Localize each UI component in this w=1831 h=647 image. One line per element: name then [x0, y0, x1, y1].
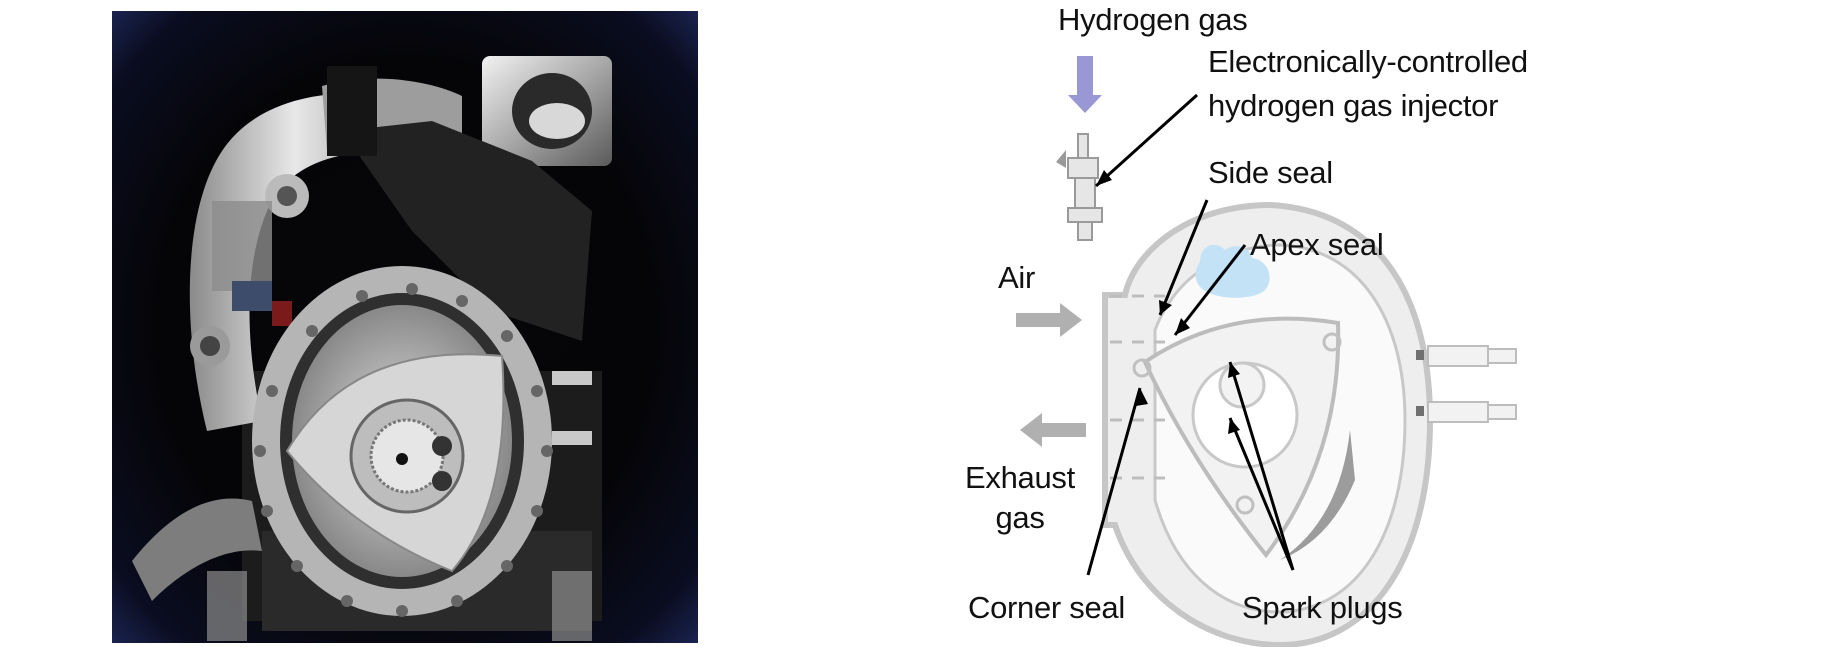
engine-illustration: [132, 56, 612, 641]
label-spark-plugs: Spark plugs: [1242, 590, 1403, 625]
label-injector-line1: Electronically-controlled: [1208, 44, 1528, 79]
label-injector-line2: hydrogen gas injector: [1208, 88, 1499, 123]
label-air: Air: [998, 260, 1035, 295]
label-exhaust-line1: Exhaust: [965, 460, 1075, 495]
label-hydrogen-gas: Hydrogen gas: [1058, 2, 1248, 37]
engine-photo: [112, 11, 698, 643]
diagram-graphics: [1016, 56, 1517, 647]
label-side-seal: Side seal: [1208, 155, 1333, 190]
label-apex-seal: Apex seal: [1250, 227, 1384, 262]
label-corner-seal: Corner seal: [968, 590, 1125, 625]
label-exhaust-line2: gas: [995, 500, 1045, 535]
rotary-engine-diagram: Hydrogen gas Electronically-controlled h…: [950, 0, 1831, 647]
